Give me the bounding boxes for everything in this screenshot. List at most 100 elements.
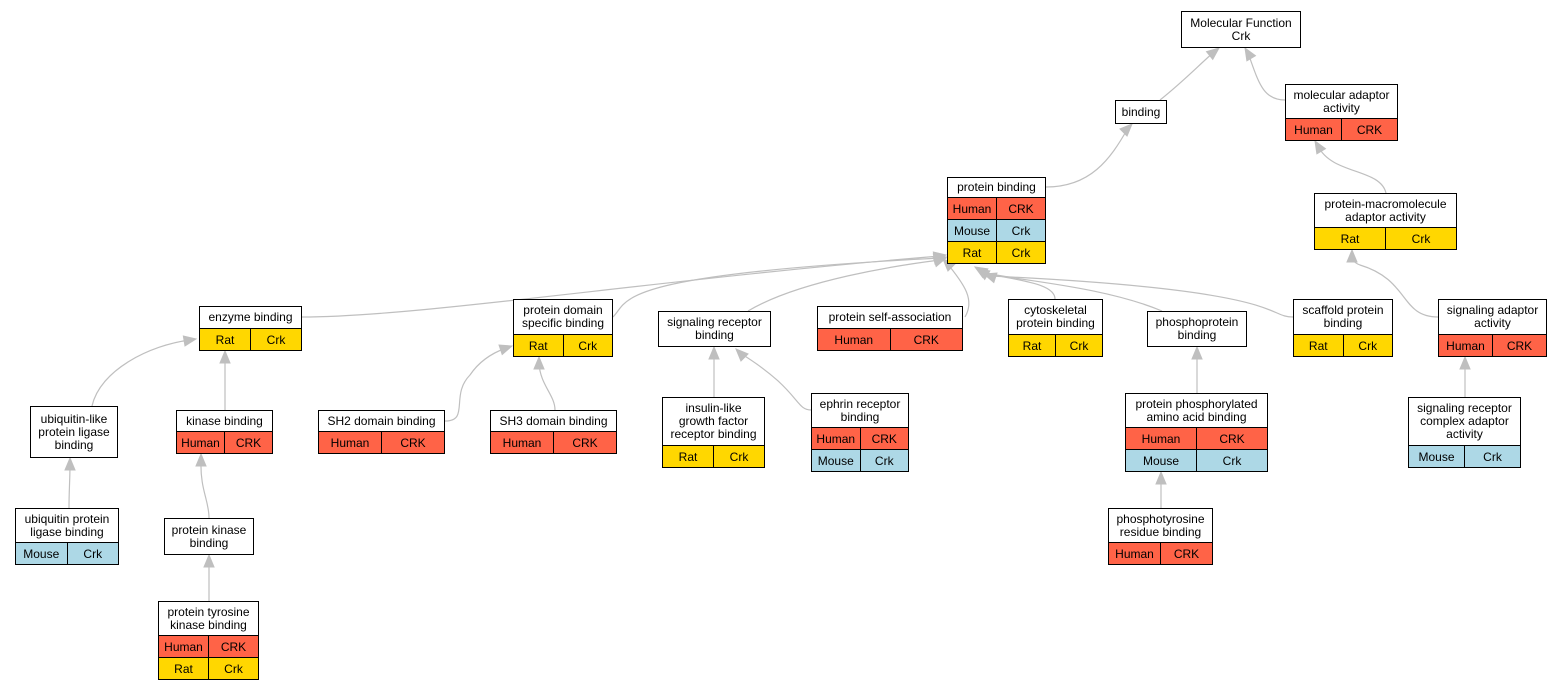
edge-pd_binding-to-protein_binding [612, 257, 941, 318]
go-term-node-pk-binding[interactable]: protein kinase binding [164, 518, 254, 555]
gene-symbol: CRK [553, 432, 616, 453]
species-label: Rat [1022, 338, 1042, 353]
species-label: Human [834, 332, 874, 347]
gene-symbol: Crk [713, 446, 764, 467]
gene-symbol: Crk [66, 543, 119, 564]
species-label: Human [181, 435, 220, 450]
go-term-title: molecular adaptor activity [1293, 87, 1390, 115]
arrowhead-mol_adaptor-to-mf [1244, 46, 1257, 62]
arrowhead-scaffold_binding-to-protein_binding [982, 272, 998, 284]
go-term-title: protein kinase binding [171, 522, 247, 550]
edge-mol_adaptor-to-mf [1247, 52, 1286, 101]
species-label: Rat [1340, 231, 1360, 246]
go-term-title: SH2 domain binding [327, 413, 436, 428]
gene-symbol: CRK [889, 329, 963, 350]
gene-symbol: CRK [859, 428, 909, 449]
species-label: Mouse [817, 453, 854, 468]
gene-symbol: CRK [1341, 119, 1397, 140]
species-gene-row: Human CRK [818, 328, 962, 350]
species-label: Human [330, 435, 370, 450]
edge-pk_binding-to-kinase_binding [200, 459, 210, 519]
arrowhead-sig_adaptor-to-pm_adaptor [1346, 248, 1358, 263]
arrowhead-ubl_binding-to-enzyme_binding [182, 335, 198, 347]
gene-symbol: CRK [381, 432, 444, 453]
gene-symbol: CRK [224, 432, 272, 453]
arrowhead-pk_binding-to-kinase_binding [195, 452, 207, 467]
species-label: Rat [215, 332, 235, 347]
arrowhead-ppaa_binding-to-phospho_binding [1191, 345, 1203, 360]
go-term-title: binding [1121, 104, 1161, 119]
species-label: Human [164, 639, 203, 654]
go-term-node-phospho-binding[interactable]: phosphoprotein binding [1147, 311, 1247, 347]
gene-symbol: Crk [250, 329, 301, 350]
species-label: Human [952, 201, 992, 216]
gene-symbol: Crk [1464, 446, 1520, 467]
species-label: Rat [174, 661, 193, 676]
edge-scaffold_binding-to-protein_binding [989, 275, 1294, 318]
go-term-title: signaling receptor complex adaptor activ… [1417, 401, 1512, 441]
gene-symbol: Crk [208, 658, 258, 679]
species-label: Human [1115, 546, 1154, 561]
go-term-title: signaling receptor binding [667, 315, 762, 342]
go-term-title: phosphotyrosine residue binding [1116, 511, 1205, 539]
edge-binding-to-mf [1159, 51, 1215, 101]
species-label: Mouse [23, 546, 60, 561]
gene-symbol: CRK [1492, 335, 1546, 356]
go-term-node-binding[interactable]: binding [1115, 100, 1167, 124]
gene-symbol: Crk [859, 450, 909, 471]
go-term-node-mf[interactable]: Molecular Function Crk [1181, 11, 1301, 48]
arrowhead-protein_binding-to-binding [1119, 123, 1133, 137]
arrowhead-kinase_binding-to-enzyme_binding [219, 349, 231, 364]
go-term-title: insulin-like growth factor receptor bind… [670, 401, 757, 441]
edge-pm_adaptor-to-mol_adaptor [1317, 145, 1387, 194]
species-label: Human [816, 431, 856, 446]
go-term-title: enzyme binding [208, 310, 293, 324]
gene-symbol: CRK [1160, 543, 1212, 564]
go-term-node-ubl-binding[interactable]: ubiquitin-like protein ligase binding [30, 406, 118, 458]
go-term-node-sig-rec-binding[interactable]: signaling receptor binding [658, 311, 771, 347]
arrowhead-binding-to-mf [1205, 47, 1221, 61]
arrowhead-ptk_binding-to-pk_binding [203, 553, 215, 568]
species-gene-row: Mouse Crk [812, 449, 908, 471]
species-label: Rat [528, 338, 548, 353]
gene-symbol: CRK [996, 198, 1045, 219]
gene-symbol: Crk [996, 242, 1045, 263]
go-term-node-ppaa-binding[interactable]: protein phosphorylated amino acid bindin… [1125, 393, 1268, 472]
arrowhead-igf_binding-to-sig_rec_binding [708, 345, 720, 360]
go-term-node-src-adaptor[interactable]: signaling receptor complex adaptor activ… [1408, 397, 1521, 468]
go-term-node-igf-binding[interactable]: insulin-like growth factor receptor bind… [662, 397, 765, 468]
arrowhead-pty_binding-to-ppaa_binding [1155, 470, 1167, 485]
go-term-title: protein binding [957, 180, 1036, 194]
go-term-title: protein tyrosine kinase binding [167, 604, 250, 632]
species-gene-row: Rat Crk [200, 328, 301, 350]
gene-symbol: Crk [1385, 228, 1456, 249]
